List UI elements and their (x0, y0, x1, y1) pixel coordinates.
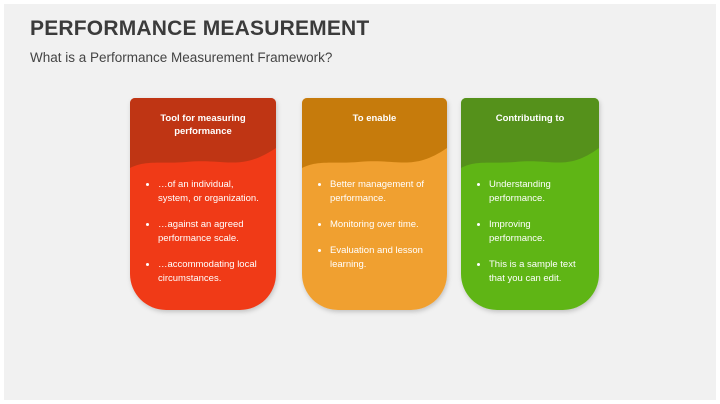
card-contributing-to[interactable]: Contributing to Understanding performanc… (461, 98, 599, 310)
list-item: Monitoring over time. (316, 218, 435, 232)
wave-divider-icon (130, 98, 276, 168)
wave-divider-icon (302, 98, 447, 168)
wave-divider-icon (461, 98, 599, 168)
page-subtitle: What is a Performance Measurement Framew… (30, 50, 333, 65)
list-item: …against an agreed performance scale. (144, 218, 264, 246)
card-to-enable[interactable]: To enable Better management of performan… (302, 98, 447, 310)
list-item: …accommodating local circumstances. (144, 258, 264, 286)
list-item: Better management of performance. (316, 178, 435, 206)
card-heading: Tool for measuring performance (160, 113, 246, 137)
card-tool-for-measuring-performance[interactable]: Tool for measuring performance …of an in… (130, 98, 276, 310)
card-heading: Contributing to (495, 113, 565, 124)
card-heading: To enable (352, 113, 397, 124)
list-item: Evaluation and lesson learning. (316, 244, 435, 272)
page-title: PERFORMANCE MEASUREMENT (30, 17, 370, 40)
list-item: Improving performance. (475, 218, 587, 246)
card-header-band (302, 98, 447, 176)
cards-row: Tool for measuring performance …of an in… (4, 98, 716, 313)
card-header-band (130, 98, 276, 176)
list-item: …of an individual, system, or organizati… (144, 178, 264, 206)
card-header-band (461, 98, 599, 176)
slide-header: PERFORMANCE MEASUREMENT What is a Perfor… (30, 16, 696, 67)
card-bullet-list: Better management of performance. Monito… (302, 178, 447, 284)
list-item: Understanding performance. (475, 178, 587, 206)
list-item: This is a sample text that you can edit. (475, 258, 587, 286)
card-bullet-list: …of an individual, system, or organizati… (130, 178, 276, 298)
card-bullet-list: Understanding performance. Improving per… (461, 178, 599, 298)
